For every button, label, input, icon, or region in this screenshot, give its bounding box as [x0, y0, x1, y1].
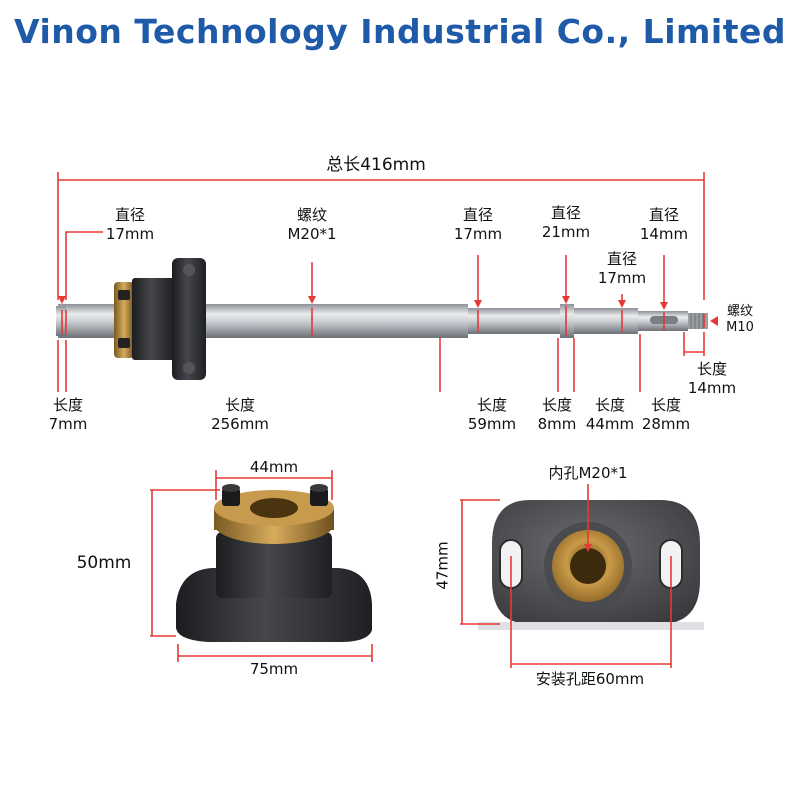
nut-side-photo [176, 484, 372, 642]
nut-height-label: 50mm [76, 553, 132, 573]
hole-spacing-label: 安装孔距60mm [535, 670, 645, 688]
screw-dimension-arrows [58, 296, 718, 326]
cap-screw-left [222, 488, 240, 506]
lead-screw-photo [56, 258, 708, 380]
rod-journal-17b [574, 308, 638, 334]
screw-dimension-lines [57, 172, 705, 392]
total-length-label: 总长416mm [326, 155, 426, 175]
rod-left-end [56, 306, 66, 336]
company-title: Vinon Technology Industrial Co., Limited [14, 12, 786, 51]
nut-bore [250, 498, 298, 518]
nut-width-base-label: 75mm [249, 660, 299, 678]
nut-front-photo [478, 500, 704, 630]
nut-front-dimensions [460, 484, 672, 668]
nut-screw-top [118, 290, 130, 300]
bore-label: 内孔M20*1 [548, 464, 628, 482]
nut-cylinder [216, 532, 332, 598]
cap-screw-right [310, 488, 328, 506]
rod-journal-17 [468, 308, 560, 334]
bore-hole [570, 548, 606, 584]
nut-width-top-label: 44mm [249, 458, 299, 476]
nut-body [132, 278, 174, 360]
nut-side-dimensions [150, 470, 373, 662]
flange-height-label: 47mm [433, 541, 452, 590]
nut-screw-bottom [118, 338, 130, 348]
nut-flange [172, 258, 206, 380]
rod-shoulder-21 [560, 304, 574, 338]
